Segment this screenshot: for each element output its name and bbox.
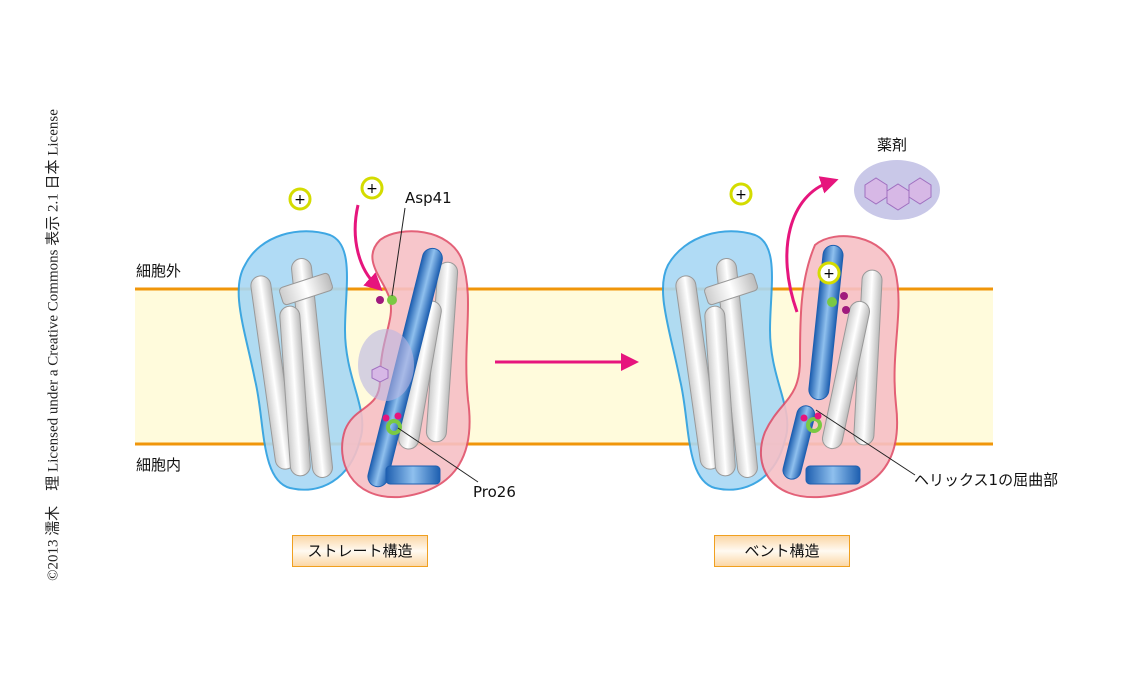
ion-icon: [360, 176, 384, 200]
ion-icon: [817, 261, 841, 285]
ion-plus: +: [735, 187, 747, 203]
drug-exit-arrow: [785, 176, 839, 313]
intracellular-label: 細胞内: [136, 456, 181, 474]
straight-structure: [237, 230, 471, 499]
straight-structure-label: ストレート構造: [292, 535, 428, 567]
bent-structure-label: ベント構造: [714, 535, 850, 567]
ion-entry-arrow: [353, 204, 383, 292]
ion-icon: [729, 182, 753, 206]
pro26-residue: [806, 417, 822, 433]
pro26-residue: [386, 419, 402, 435]
extracellular-label: 細胞外: [136, 262, 181, 280]
asp41-residue: [827, 297, 837, 307]
drug-in-pore: [358, 329, 414, 401]
ion-icon: [288, 187, 312, 211]
bent-structure: [661, 230, 900, 499]
pro26-label: Pro26: [473, 483, 516, 501]
drug-label: 薬剤: [877, 136, 907, 154]
asp41-residue: [387, 295, 397, 305]
ion-plus: +: [294, 192, 306, 208]
drug-molecule-icon: [864, 177, 932, 211]
ion-plus: +: [823, 266, 835, 282]
ion-plus: +: [366, 181, 378, 197]
asp41-label: Asp41: [405, 189, 452, 207]
helix-bend-label: ヘリックス1の屈曲部: [914, 471, 1058, 489]
